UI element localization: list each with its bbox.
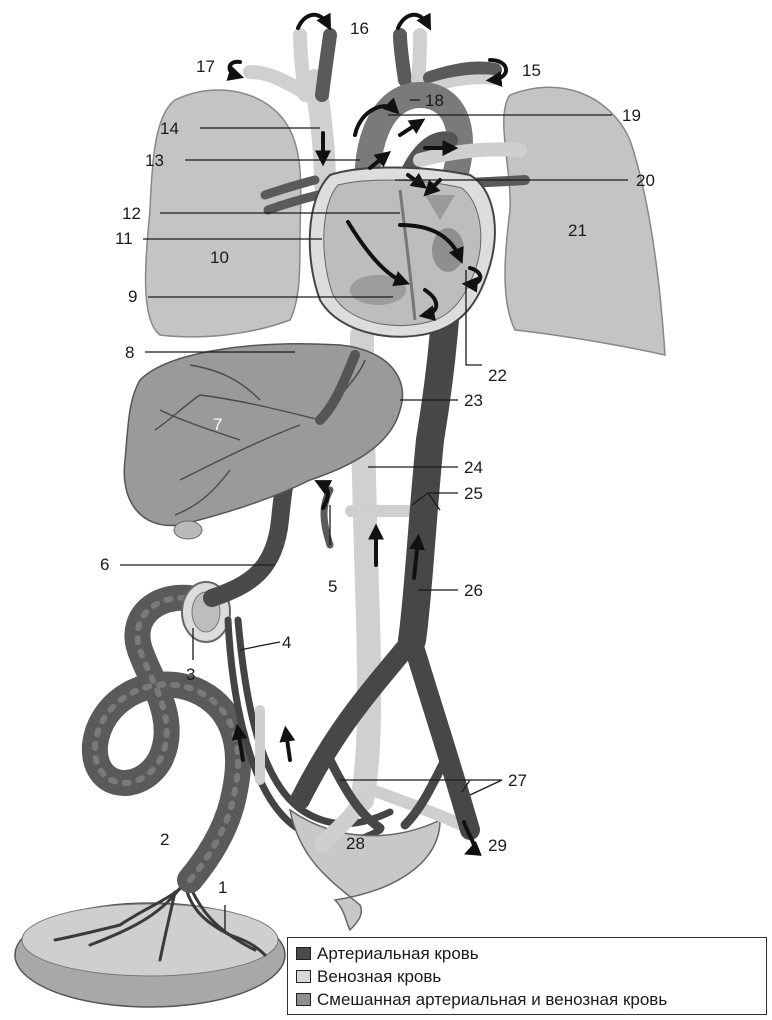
label-4: 4	[282, 633, 291, 652]
label-5: 5	[328, 577, 337, 596]
label-2: 2	[160, 830, 169, 849]
label-13: 13	[145, 151, 164, 170]
mixed-swatch	[296, 993, 311, 1006]
placenta	[15, 880, 285, 1007]
label-14: 14	[160, 119, 179, 138]
label-15: 15	[522, 61, 541, 80]
label-7: 7	[213, 415, 222, 434]
label-20: 20	[636, 171, 655, 190]
arterial-swatch	[296, 947, 311, 960]
legend-label-venous: Венозная кровь	[317, 967, 441, 987]
legend: Артериальная кровь Венозная кровь Смешан…	[287, 937, 767, 1015]
label-19: 19	[622, 106, 641, 125]
label-3: 3	[186, 665, 195, 684]
venous-swatch	[296, 970, 311, 983]
label-16: 16	[350, 19, 369, 38]
label-29: 29	[488, 836, 507, 855]
legend-item-mixed: Смешанная артериальная и венозная кровь	[296, 988, 766, 1011]
label-21: 21	[568, 221, 587, 240]
iliac-arteries	[300, 640, 470, 830]
label-11: 11	[115, 229, 133, 248]
label-9: 9	[128, 287, 137, 306]
legend-label-mixed: Смешанная артериальная и венозная кровь	[317, 990, 667, 1010]
label-27: 27	[508, 771, 527, 790]
label-17: 17	[196, 57, 215, 76]
label-6: 6	[100, 555, 109, 574]
urachus	[255, 705, 265, 785]
legend-item-arterial: Артериальная кровь	[296, 942, 766, 965]
label-18: 18	[425, 91, 444, 110]
label-24: 24	[464, 458, 483, 477]
legend-item-venous: Венозная кровь	[296, 965, 766, 988]
label-23: 23	[464, 391, 483, 410]
legend-label-arterial: Артериальная кровь	[317, 944, 479, 964]
label-25: 25	[464, 484, 483, 503]
label-10: 10	[210, 248, 229, 267]
bladder	[290, 810, 440, 930]
label-12: 12	[122, 204, 141, 223]
heart	[310, 168, 495, 337]
label-8: 8	[125, 343, 134, 362]
label-1: 1	[218, 878, 227, 897]
label-22: 22	[488, 366, 507, 385]
label-28: 28	[346, 834, 365, 853]
neck-vessels	[250, 35, 495, 95]
renal-vein-stubs	[345, 505, 415, 517]
label-26: 26	[464, 581, 483, 600]
